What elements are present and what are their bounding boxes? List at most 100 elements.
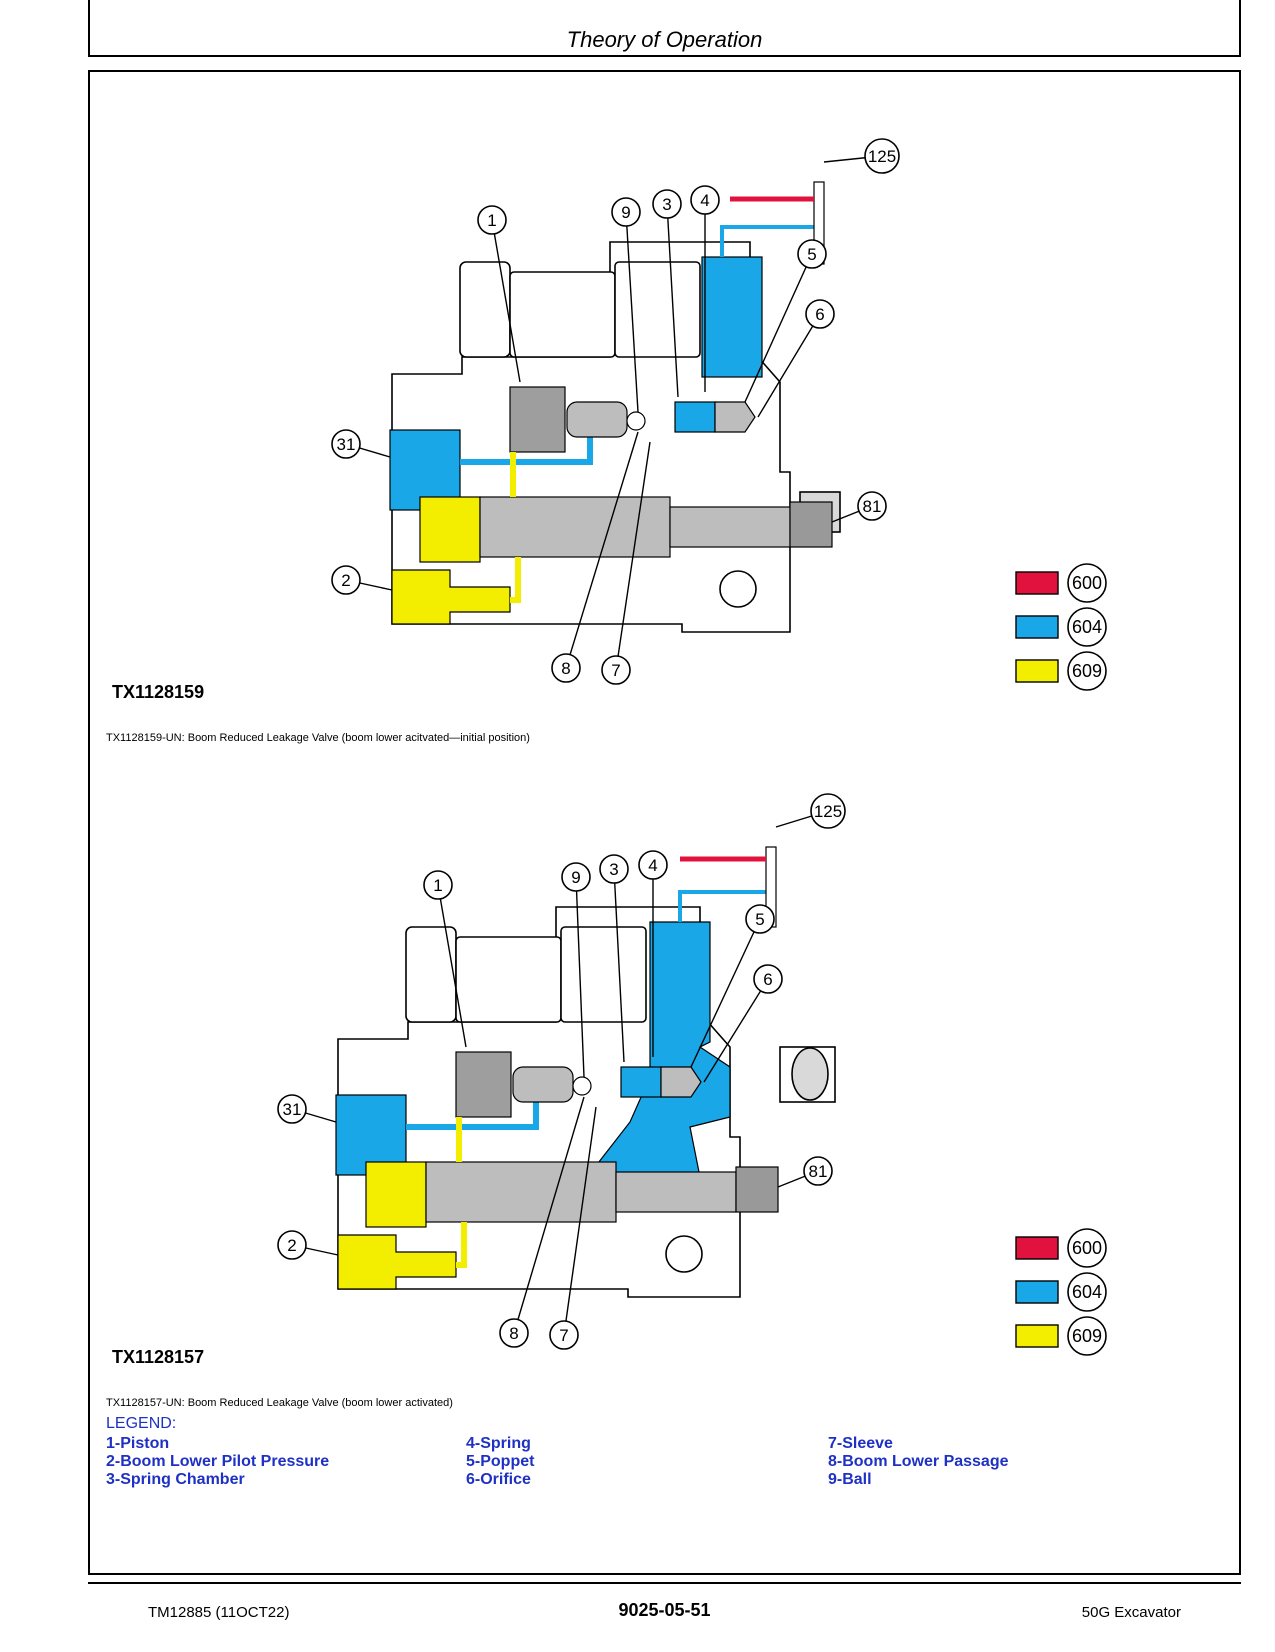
callout-bubble <box>331 429 361 459</box>
callout-bubble <box>638 850 668 880</box>
callout-bubble <box>599 854 629 884</box>
legend-item: 7-Sleeve <box>828 1435 893 1452</box>
callout-number: 3 <box>609 860 618 879</box>
callout-bubble <box>857 491 887 521</box>
callout-leader <box>690 918 761 1068</box>
callout-number: 9 <box>621 203 630 222</box>
callout-bubble <box>549 1320 579 1350</box>
callout-bubble <box>331 565 361 595</box>
legend-title: LEGEND: <box>106 1415 177 1432</box>
callout-leader <box>744 253 813 403</box>
legend-swatch <box>1015 571 1059 595</box>
callout-number: 8 <box>561 659 570 678</box>
callout-number: 125 <box>814 802 842 821</box>
figure-1-caption: TX1128159-UN: Boom Reduced Leakage Valve… <box>106 732 530 744</box>
callout-bubble <box>652 189 682 219</box>
callout-number: 2 <box>287 1236 296 1255</box>
callout-bubble <box>277 1230 307 1260</box>
callout-bubble <box>753 964 783 994</box>
legend-code: 600 <box>1072 573 1102 593</box>
callout-leader <box>513 1096 585 1334</box>
callout-leader <box>575 876 585 1078</box>
legend-swatch <box>1015 615 1059 639</box>
callout-leader <box>491 219 521 383</box>
legend-code: 609 <box>1072 1326 1102 1346</box>
callout-number: 1 <box>433 876 442 895</box>
callout-leader <box>703 978 769 1083</box>
legend-swatch <box>1015 1236 1059 1260</box>
legend-item: 2-Boom Lower Pilot Pressure <box>106 1453 330 1470</box>
callout-number: 5 <box>755 910 764 929</box>
callout-number: 1 <box>487 211 496 230</box>
legend-item: 3-Spring Chamber <box>106 1471 245 1488</box>
figure-2-id: TX1128157 <box>112 1347 205 1367</box>
figure-2-caption: TX1128157-UN: Boom Reduced Leakage Valve… <box>106 1397 453 1409</box>
callout-number: 4 <box>648 856 657 875</box>
callout-leader <box>437 884 467 1048</box>
callout-bubble <box>477 205 507 235</box>
footer-doc-number: TM12885 (11OCT22) <box>148 1604 290 1621</box>
callout-number: 31 <box>283 1100 302 1119</box>
callout-bubble <box>864 138 900 174</box>
legend-code-bubble <box>1067 607 1107 647</box>
page-footer: TM12885 (11OCT22) 9025-05-51 50G Excavat… <box>88 1582 1241 1652</box>
legend-item: 4-Spring <box>466 1435 531 1452</box>
callout-bubble <box>277 1094 307 1124</box>
callout-number: 125 <box>868 147 896 166</box>
valve-diagram-2: 600 604 609 1 2 3 4 5 6 7 8 9 31 81 125 <box>277 793 1107 1356</box>
callout-number: 6 <box>763 970 772 989</box>
callout-leader <box>563 1106 597 1336</box>
legend-item: 1-Piston <box>106 1435 170 1452</box>
callout-number: 7 <box>611 661 620 680</box>
legend-code-bubble <box>1067 651 1107 691</box>
legend-item: 5-Poppet <box>466 1453 535 1470</box>
callout-bubble <box>805 299 835 329</box>
callout-bubble <box>745 904 775 934</box>
callout-number: 31 <box>337 435 356 454</box>
callout-number: 81 <box>863 497 882 516</box>
header-frame: Theory of Operation <box>88 0 1241 57</box>
callout-leader <box>613 868 625 1063</box>
legend-item: 6-Orifice <box>466 1471 531 1488</box>
legend-swatch <box>1015 659 1059 683</box>
legend-code-bubble <box>1067 1228 1107 1268</box>
callout-leader <box>666 203 679 398</box>
callout-number: 9 <box>571 868 580 887</box>
callout-bubble <box>611 197 641 227</box>
callout-bubble <box>810 793 846 829</box>
legend-code: 604 <box>1072 1282 1102 1302</box>
callout-leader <box>625 211 639 413</box>
callout-number: 8 <box>509 1324 518 1343</box>
callout-number: 3 <box>662 195 671 214</box>
callout-bubble <box>423 870 453 900</box>
legend-swatch <box>1015 1280 1059 1304</box>
legend-code: 600 <box>1072 1238 1102 1258</box>
callout-bubble <box>690 185 720 215</box>
callout-number: 7 <box>559 1326 568 1345</box>
footer-page-number: 9025-05-51 <box>618 1600 711 1620</box>
legend-item: 9-Ball <box>828 1471 872 1488</box>
callout-bubble <box>797 239 827 269</box>
callout-bubble <box>561 862 591 892</box>
callout-number: 2 <box>341 571 350 590</box>
callout-leader <box>757 313 821 418</box>
legend-code: 604 <box>1072 617 1102 637</box>
legend-code-bubble <box>1067 563 1107 603</box>
callout-leader <box>615 441 651 671</box>
callout-number: 81 <box>809 1162 828 1181</box>
legend-code-bubble <box>1067 1272 1107 1312</box>
callout-number: 5 <box>807 245 816 264</box>
callout-bubble <box>803 1156 833 1186</box>
figure-1-id: TX1128159 <box>112 682 205 702</box>
footer-model: 50G Excavator <box>1081 1604 1181 1621</box>
legend-code-bubble <box>1067 1316 1107 1356</box>
page-header-title: Theory of Operation <box>566 27 763 52</box>
callout-bubble <box>601 655 631 685</box>
callout-number: 6 <box>815 305 824 324</box>
figure-2: 600 604 609 1 2 3 4 5 6 7 8 9 31 81 125 TX1128157 TX1… <box>90 777 1239 1417</box>
callout-bubble <box>499 1318 529 1348</box>
legend-swatch <box>1015 1324 1059 1348</box>
